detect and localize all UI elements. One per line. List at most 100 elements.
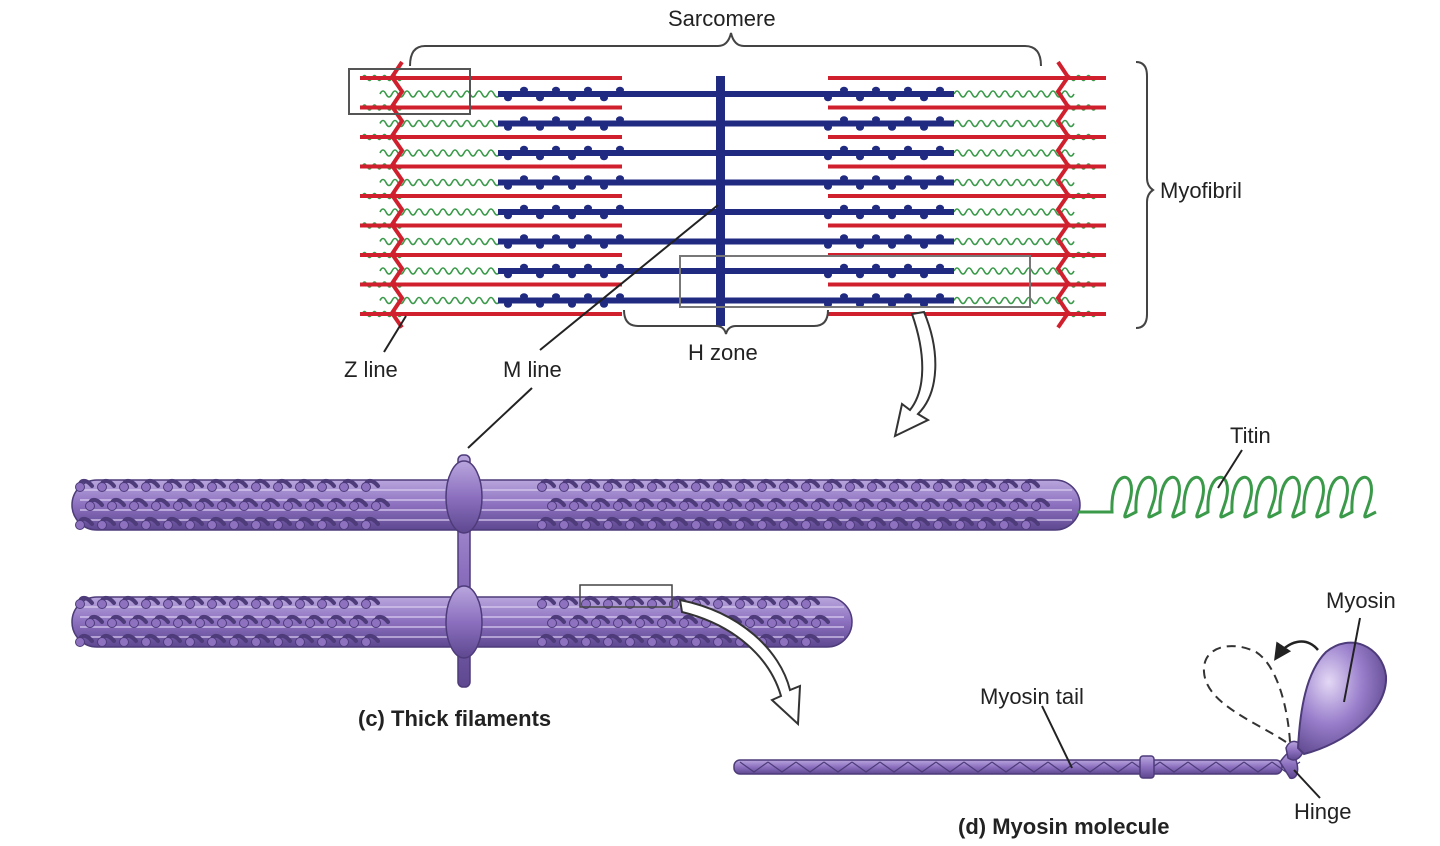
myosin-head-dot (600, 242, 608, 249)
myosin-head-alt-position (1202, 645, 1291, 743)
myosin-head-knob (185, 482, 195, 492)
myosin-head-knob (537, 482, 547, 492)
thick-filaments-caption: (c) Thick filaments (358, 706, 552, 731)
myosin-head-dot (936, 86, 944, 94)
myosin-head-dot (504, 271, 512, 279)
myosin-head-dot (584, 145, 592, 153)
myosin-head-dot (904, 204, 912, 212)
myosin-head-dot (600, 94, 608, 102)
myosin-head-dot (568, 153, 576, 161)
myosin-head-knob (1021, 520, 1031, 530)
myosin-tail-ring (1139, 755, 1155, 779)
myosin-head-knob (97, 599, 107, 609)
myosin-head-dot (552, 116, 560, 123)
myosin-head-knob (569, 501, 579, 511)
myosin-head-knob (921, 501, 931, 511)
myosin-head-knob (889, 520, 899, 530)
myosin-head-knob (559, 520, 569, 530)
myosin-head-knob (657, 501, 667, 511)
myosin-head-knob (317, 599, 327, 609)
myosin-head-knob (261, 618, 271, 628)
myosin-head-knob (625, 520, 635, 530)
myosin-head-dot (536, 212, 544, 220)
myosin-tail-label: Myosin tail (980, 684, 1084, 709)
myosin-head-knob (119, 520, 129, 530)
myosin-head-knob (97, 637, 107, 647)
myosin-head-dot (600, 183, 608, 190)
myosin-head-dot (872, 293, 880, 300)
myosin-head-dot (872, 86, 880, 94)
myosin-head-dot (584, 116, 592, 123)
myosin-head-knob (635, 618, 645, 628)
myosin-head-knob (141, 520, 151, 530)
z-lines (389, 60, 1071, 329)
myosin-head-dot (904, 293, 912, 300)
myosin-head-knob (867, 520, 877, 530)
thin-filament-left (360, 105, 622, 110)
myosin-head-knob (745, 501, 755, 511)
myosin-head-dot (824, 183, 832, 190)
myosin-head-knob (911, 520, 921, 530)
myosin-head-knob (811, 618, 821, 628)
myosin-head-dot (536, 153, 544, 161)
myosin-head-knob (701, 501, 711, 511)
myosin-head-knob (679, 501, 689, 511)
myosin-head-knob (713, 482, 723, 492)
myosin-head-knob (877, 501, 887, 511)
myosin-head-knob (559, 637, 569, 647)
myosin-head-knob (779, 482, 789, 492)
myosin-head-knob (119, 637, 129, 647)
myosin-head-knob (669, 637, 679, 647)
myosin-head-dot (616, 175, 624, 182)
myosin-head-dot (904, 86, 912, 94)
myosin-head-dot (600, 271, 608, 279)
myosin-head-knob (295, 599, 305, 609)
myosin-head-dot (840, 204, 848, 212)
myosin-head-knob (537, 599, 547, 609)
myosin-head-knob (1009, 501, 1019, 511)
myosin-head (1296, 641, 1388, 756)
myosin-head-knob (789, 501, 799, 511)
myosin-head-knob (75, 520, 85, 530)
thick-filament-row (498, 297, 954, 304)
detail-box-myosin (579, 584, 673, 608)
myosin-head-knob (955, 520, 965, 530)
myosin-head-knob (295, 520, 305, 530)
myosin-head-knob (119, 482, 129, 492)
myosin-head-knob (745, 618, 755, 628)
myosin-head-knob (977, 482, 987, 492)
myosin-head-knob (603, 637, 613, 647)
titin-spring-right (953, 178, 1075, 187)
myosin-head-dot (920, 153, 928, 161)
thin-filament-right (828, 135, 1106, 139)
myosin-head-dot (536, 301, 544, 308)
myosin-head-pointer (1343, 617, 1361, 703)
myosin-head-dot (568, 183, 576, 190)
thin-filament-left (360, 223, 622, 228)
myosin-head-dot (616, 145, 624, 153)
myosin-molecule-illustration (733, 617, 1388, 799)
myosin-head-knob (987, 501, 997, 511)
myosin-head-knob (943, 501, 953, 511)
myosin-head-dot (600, 301, 608, 308)
myosin-head-knob (591, 501, 601, 511)
myosin-head-dot (504, 212, 512, 220)
myosin-head-dot (568, 242, 576, 249)
myosin-head-knob (349, 618, 359, 628)
myosin-head-dot (872, 234, 880, 241)
myosin-head-knob (603, 482, 613, 492)
myosin-head-dot (904, 234, 912, 241)
myosin-head-knob (339, 637, 349, 647)
m-line-pointer (539, 204, 719, 351)
myosin-head-knob (173, 618, 183, 628)
myosin-head-dot (824, 124, 832, 131)
myosin-head-dot (840, 116, 848, 123)
myosin-head-knob (119, 599, 129, 609)
myosin-head-knob (295, 637, 305, 647)
myosin-head-knob (811, 501, 821, 511)
titin-spring-right (953, 208, 1075, 216)
myosin-head-knob (713, 637, 723, 647)
myosin-head-dot (840, 175, 848, 182)
myosin-head-knob (679, 618, 689, 628)
thin-filament-left (360, 312, 622, 316)
